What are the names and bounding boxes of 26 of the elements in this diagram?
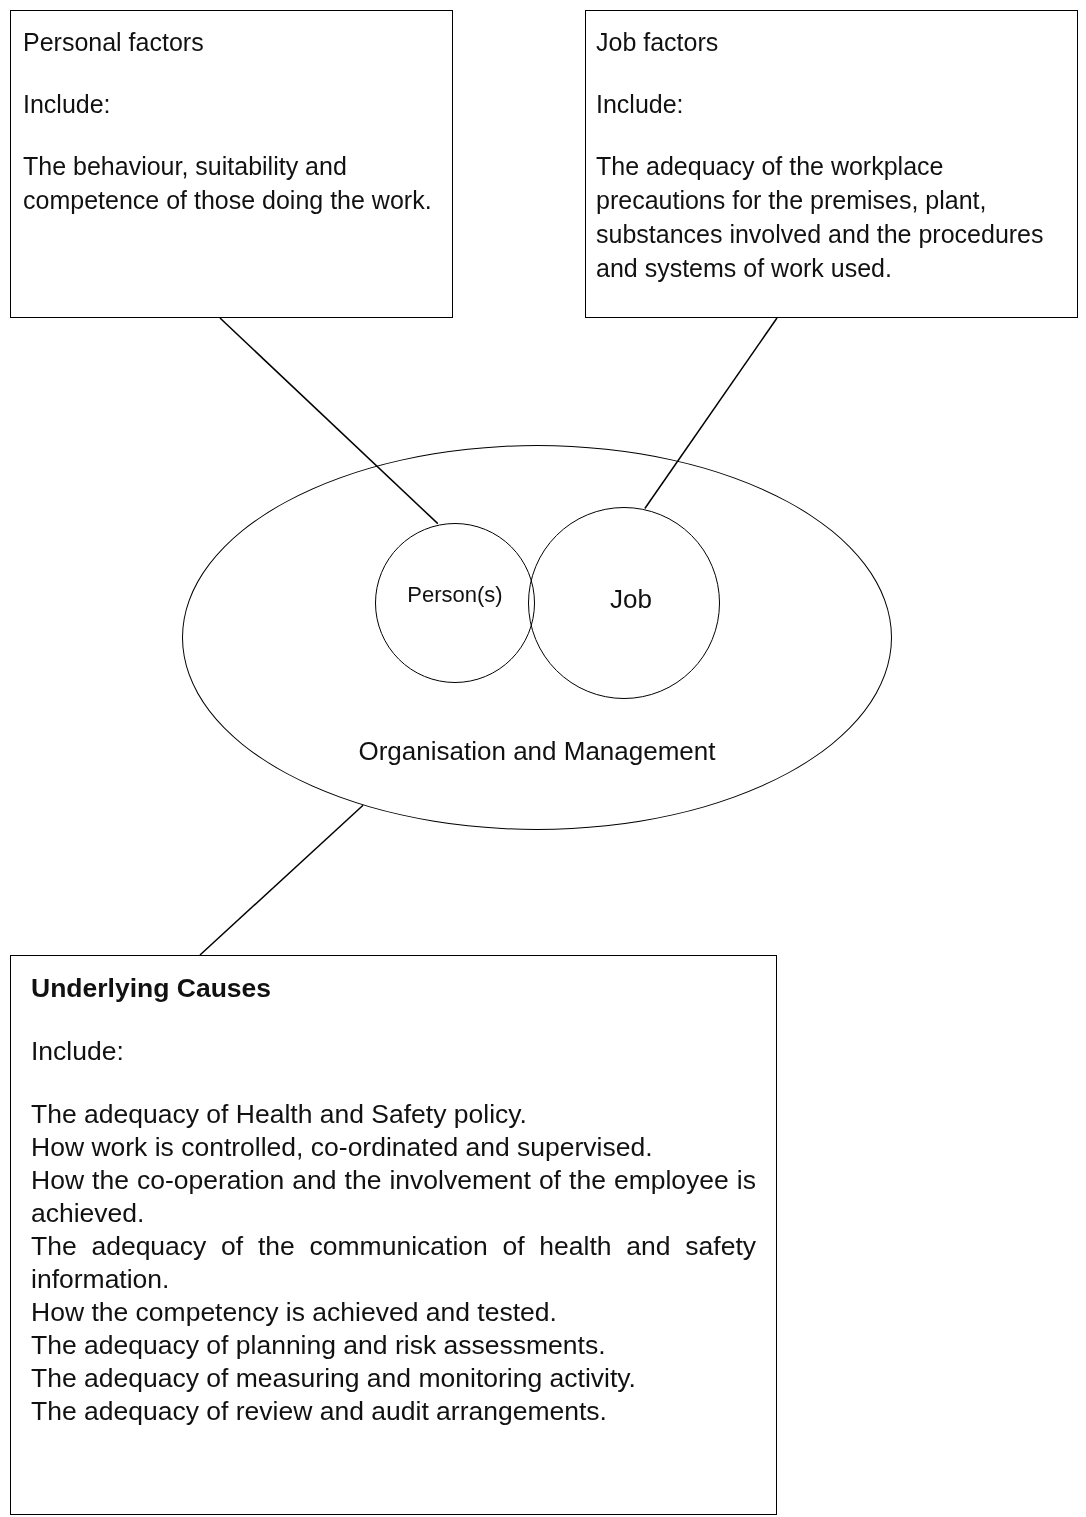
body-text: The adequacy of the communication of health and safety information.	[31, 1230, 756, 1296]
body-text: How the co-operation and the involvement of the employee is achieved.	[31, 1164, 756, 1230]
circle-label: Job	[609, 584, 653, 615]
body-text: The adequacy of the workplace precautions for the premises, plant, substances involved and the procedures and systems of work used.	[596, 151, 1045, 284]
box-heading: Job factors	[596, 27, 720, 58]
box-heading: Personal factors	[23, 27, 205, 58]
text-box	[10, 955, 777, 1515]
connector-line	[219, 317, 439, 525]
body-text: How the competency is achieved and tested.	[31, 1296, 558, 1329]
ellipse-shape	[182, 445, 892, 830]
body-text: The adequacy of Health and Safety policy.	[31, 1098, 528, 1131]
intro-text: Include:	[31, 1035, 125, 1068]
ellipse-label: Organisation and Management	[357, 736, 717, 767]
text-box	[10, 10, 453, 318]
box-heading: Underlying Causes	[31, 972, 273, 1005]
connector-line	[199, 804, 364, 956]
circle-label: Person(s)	[406, 582, 504, 608]
body-text: The adequacy of planning and risk assessments.	[31, 1329, 607, 1362]
intro-text: Include:	[596, 89, 685, 120]
intro-text: Include:	[23, 89, 112, 120]
text-box	[585, 10, 1078, 318]
body-text: The adequacy of review and audit arrangements.	[31, 1395, 608, 1428]
body-text: The adequacy of measuring and monitoring activity.	[31, 1362, 637, 1395]
connector-line	[644, 317, 778, 510]
body-text: How work is controlled, co-ordinated and supervised.	[31, 1131, 654, 1164]
body-text: The behaviour, suitability and competence of those doing the work.	[23, 151, 433, 216]
